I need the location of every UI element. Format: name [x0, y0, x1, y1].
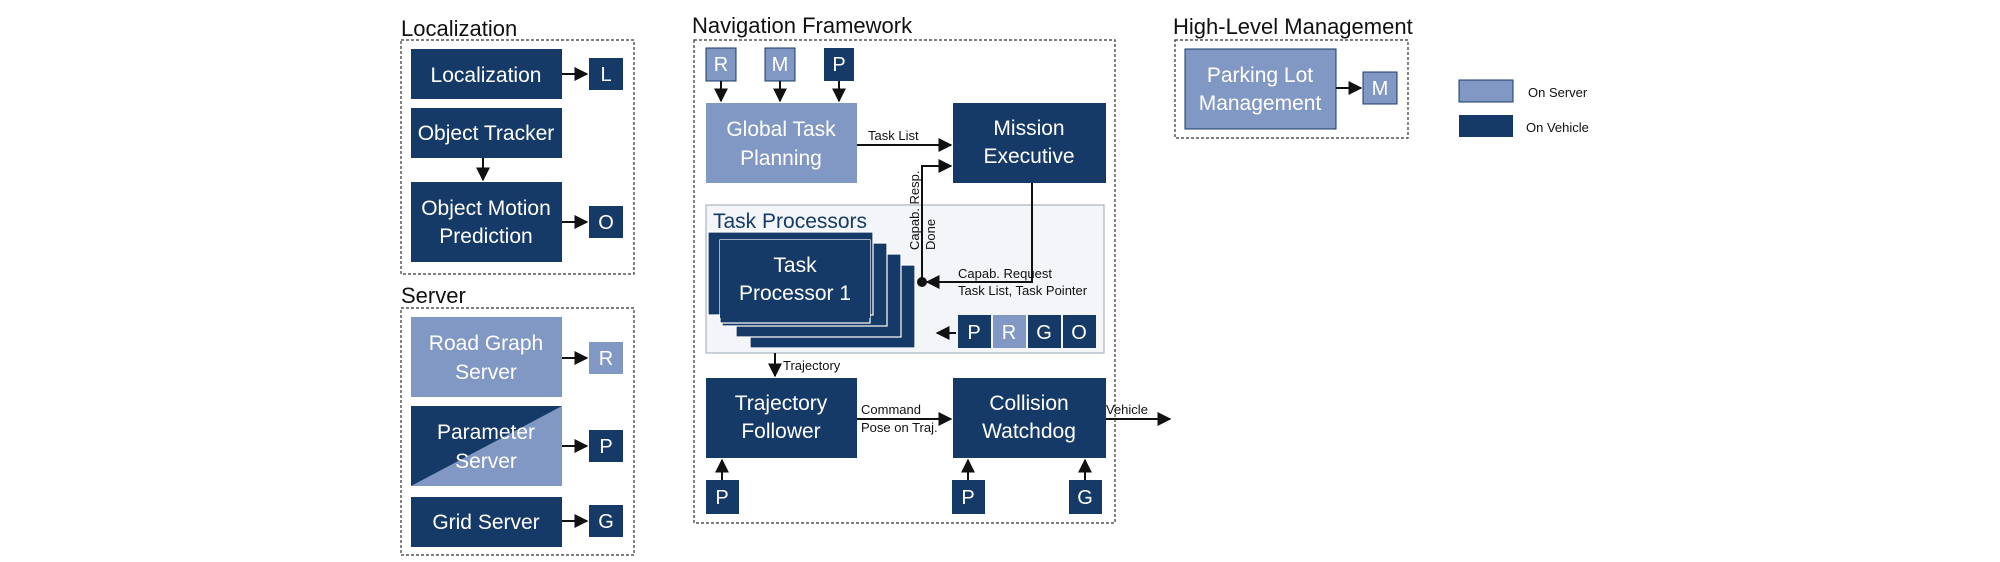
tp-input-g-badge: G: [1028, 315, 1061, 348]
svg-text:Mission: Mission: [993, 117, 1064, 140]
vehicle-output-label: Vehicle: [1106, 402, 1148, 417]
svg-text:Parking Lot: Parking Lot: [1207, 64, 1313, 87]
legend-label-server: On Server: [1528, 85, 1588, 100]
svg-text:Management: Management: [1199, 92, 1322, 115]
localization-box-label: Localization: [431, 64, 542, 87]
svg-text:Global Task: Global Task: [726, 118, 836, 141]
mission-executive-box: Mission Executive: [953, 103, 1106, 183]
input-r-badge: R: [705, 47, 737, 82]
capab-request-label: Capab. Request: [958, 266, 1052, 281]
task-pointer-label: Task List, Task Pointer: [958, 283, 1088, 298]
svg-text:Grid Server: Grid Server: [432, 511, 539, 534]
tp-input-o-badge: O: [1063, 315, 1096, 348]
grid-server-box: Grid Server: [411, 497, 562, 547]
svg-text:R: R: [599, 348, 613, 370]
task-processor-1-box: Task Processor 1: [720, 240, 870, 318]
task-processors-title: Task Processors: [713, 210, 867, 233]
svg-text:G: G: [598, 511, 614, 533]
legend-item-vehicle: On Vehicle: [1459, 115, 1589, 137]
high-level-management-group: High-Level Management Parking Lot Manage…: [1173, 14, 1413, 139]
output-r-badge: R: [589, 342, 623, 374]
svg-text:Task: Task: [773, 254, 817, 277]
output-l-badge: L: [589, 58, 623, 90]
object-tracker-box: Object Tracker: [411, 108, 562, 158]
object-motion-prediction-box: Object Motion Prediction: [411, 182, 562, 262]
svg-text:Executive: Executive: [983, 145, 1074, 168]
localization-box: Localization: [411, 49, 562, 99]
output-o-badge: O: [589, 206, 623, 238]
svg-text:Object Motion: Object Motion: [421, 197, 551, 220]
watchdog-input-g-badge: G: [1069, 480, 1102, 514]
svg-text:Parameter: Parameter: [437, 421, 535, 444]
tp-input-p-badge: P: [958, 315, 991, 348]
svg-text:Watchdog: Watchdog: [982, 420, 1076, 443]
parameter-server-box: Parameter Server: [411, 406, 562, 486]
capab-resp-label: Capab. Resp.: [907, 171, 922, 251]
follower-input-p-badge: P: [706, 480, 739, 514]
svg-text:O: O: [1071, 322, 1087, 344]
legend: On Server On Vehicle: [1458, 79, 1589, 137]
road-graph-server-box: Road Graph Server: [411, 317, 562, 397]
server-group: Server Road Graph Server R Parameter Ser…: [400, 283, 635, 556]
legend-label-vehicle: On Vehicle: [1526, 120, 1589, 135]
global-task-planning-box: Global Task Planning: [706, 103, 857, 183]
localization-group: Localization Localization L Object Track…: [400, 16, 635, 275]
svg-text:Road Graph: Road Graph: [429, 332, 543, 355]
svg-text:Prediction: Prediction: [439, 225, 532, 248]
svg-text:M: M: [1372, 78, 1389, 100]
legend-swatch-server: [1458, 79, 1514, 103]
output-p-badge: P: [589, 430, 623, 462]
svg-text:P: P: [599, 436, 612, 458]
svg-text:P: P: [715, 487, 728, 509]
object-tracker-label: Object Tracker: [418, 122, 555, 145]
svg-text:G: G: [1077, 487, 1093, 509]
parking-lot-management-box: Parking Lot Management: [1184, 48, 1337, 130]
output-g-badge: G: [589, 505, 623, 537]
svg-text:Server: Server: [455, 361, 517, 384]
server-group-title: Server: [401, 283, 466, 308]
svg-text:P: P: [967, 322, 980, 344]
watchdog-input-p-badge: P: [952, 480, 985, 514]
trajectory-follower-box: Trajectory Follower: [706, 378, 857, 458]
trajectory-label: Trajectory: [783, 358, 841, 373]
input-p-badge: P: [824, 48, 854, 81]
navigation-framework-group: Navigation Framework R M P Global Task P…: [692, 13, 1172, 524]
svg-text:P: P: [961, 487, 974, 509]
svg-text:Planning: Planning: [740, 147, 822, 170]
svg-text:Server: Server: [455, 450, 517, 473]
svg-text:G: G: [1036, 322, 1052, 344]
output-m-badge: M: [1362, 71, 1398, 105]
done-label: Done: [923, 219, 938, 250]
legend-item-server: On Server: [1458, 79, 1588, 103]
svg-text:R: R: [714, 54, 728, 76]
task-processors-panel: Task Processors Task Processor 1 P R: [705, 204, 1105, 354]
high-level-group-title: High-Level Management: [1173, 14, 1413, 39]
command-label: Command: [861, 402, 921, 417]
svg-text:Follower: Follower: [741, 420, 820, 443]
task-list-label: Task List: [868, 128, 919, 143]
svg-text:O: O: [598, 212, 614, 234]
pose-on-traj-label: Pose on Traj.: [861, 420, 938, 435]
collision-watchdog-box: Collision Watchdog: [953, 378, 1106, 458]
legend-swatch-vehicle: [1459, 115, 1513, 137]
navigation-group-title: Navigation Framework: [692, 13, 913, 38]
input-m-badge: M: [764, 47, 796, 82]
svg-text:M: M: [772, 54, 789, 76]
svg-text:L: L: [600, 64, 611, 86]
svg-text:Collision: Collision: [989, 392, 1068, 415]
svg-text:Trajectory: Trajectory: [735, 392, 828, 415]
localization-group-title: Localization: [401, 16, 517, 41]
svg-text:Processor 1: Processor 1: [739, 282, 851, 305]
tp-input-r-badge: R: [993, 315, 1026, 348]
svg-text:P: P: [832, 54, 845, 76]
svg-text:R: R: [1002, 322, 1016, 344]
